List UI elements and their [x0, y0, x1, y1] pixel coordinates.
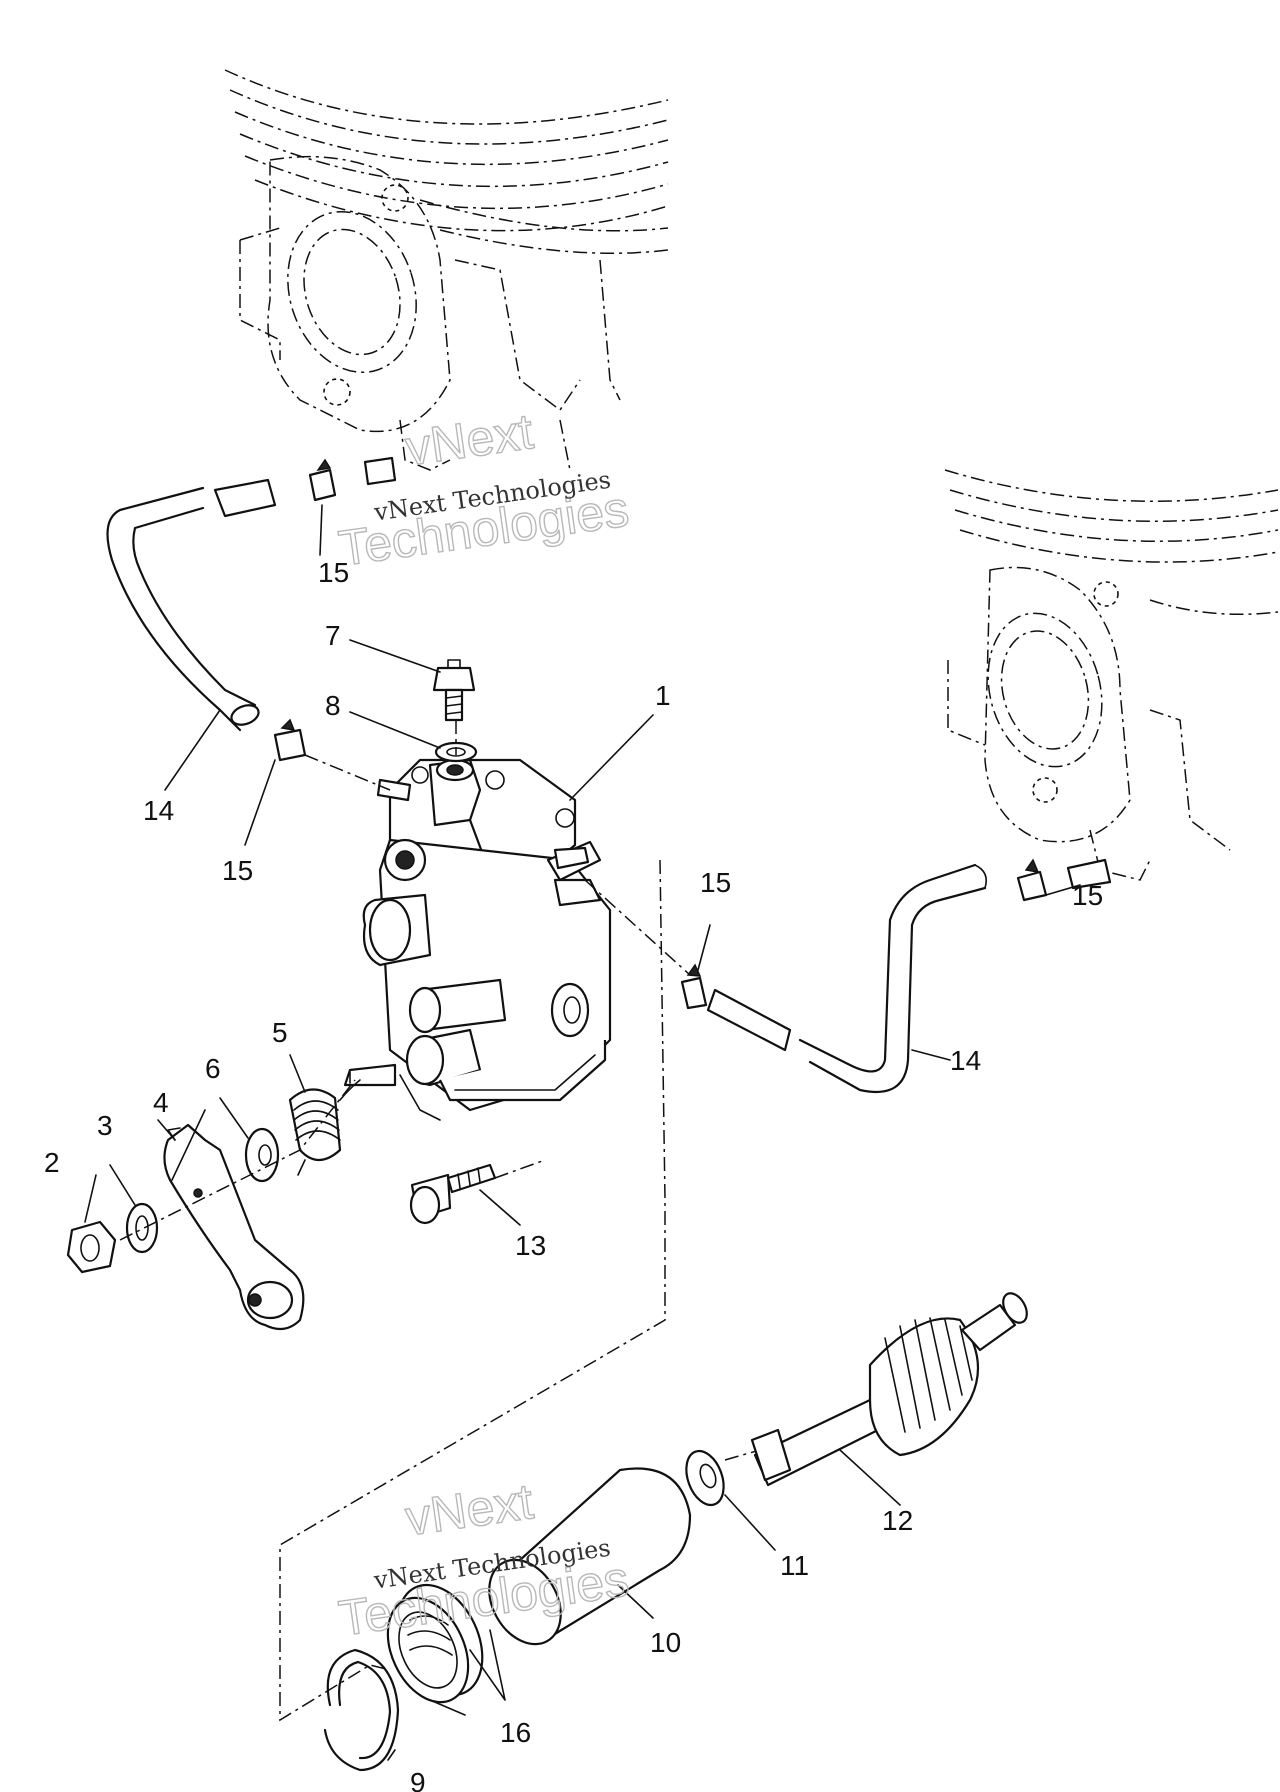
centerline-hose-right: [584, 879, 691, 976]
callout-8: 8: [325, 690, 341, 721]
mounting-bolt: [409, 1163, 497, 1225]
centerline-gear: [724, 1449, 761, 1461]
callout-15-left: 15: [222, 855, 253, 886]
flat-washer: [244, 1127, 280, 1183]
drive-gear-shaft: [750, 1292, 1028, 1487]
engine-cylinder-top: [224, 69, 669, 471]
callout-2: 2: [44, 1147, 60, 1178]
oil-pump-body: [343, 758, 612, 1121]
lock-nut: [66, 1220, 117, 1274]
hose-clamp-left: [273, 718, 307, 762]
plug-bolt: [432, 659, 476, 722]
watermark-top-big-1: vNext: [402, 403, 536, 476]
callout-14-left: 14: [143, 795, 174, 826]
leader-lines: [84, 504, 1081, 1761]
bushing: [488, 1467, 692, 1646]
oil-seal: [386, 1583, 484, 1704]
callout-6: 6: [205, 1053, 221, 1084]
callout-16: 16: [500, 1717, 531, 1748]
callout-1: 1: [655, 680, 671, 711]
callout-14-right: 14: [950, 1045, 981, 1076]
fitting-top: [363, 456, 397, 486]
torsion-spring: [288, 1079, 361, 1176]
watermark-bottom: vNext Technologies vNext Technologies: [335, 1472, 633, 1647]
callout-11: 11: [780, 1550, 809, 1581]
hose-clamp-right: [1016, 858, 1112, 902]
lock-washer: [125, 1202, 159, 1254]
callout-15-mid: 15: [700, 867, 731, 898]
callout-10: 10: [650, 1627, 681, 1658]
callout-12: 12: [882, 1505, 913, 1536]
watermark-bottom-big-1: vNext: [402, 1473, 536, 1546]
oil-hose-left: [106, 478, 277, 732]
centerline-bolt: [494, 1159, 546, 1179]
callout-13: 13: [515, 1230, 546, 1261]
hose-clamp-top: [308, 458, 337, 502]
callout-9: 9: [410, 1767, 426, 1792]
callout-15-right: 15: [1072, 880, 1103, 911]
callout-15-top: 15: [318, 557, 349, 588]
circlip: [323, 1648, 400, 1772]
engine-cylinder-right: [944, 469, 1279, 881]
centerline-hose-left: [304, 754, 391, 791]
centerline-lever: [119, 1079, 356, 1241]
thrust-washer: [685, 1449, 725, 1507]
callout-4: 4: [153, 1087, 169, 1118]
callout-5: 5: [272, 1017, 288, 1048]
oil-hose-right: [706, 863, 988, 1094]
pump-lever: [163, 1123, 305, 1331]
callout-7: 7: [325, 620, 341, 651]
callout-3: 3: [97, 1110, 113, 1141]
